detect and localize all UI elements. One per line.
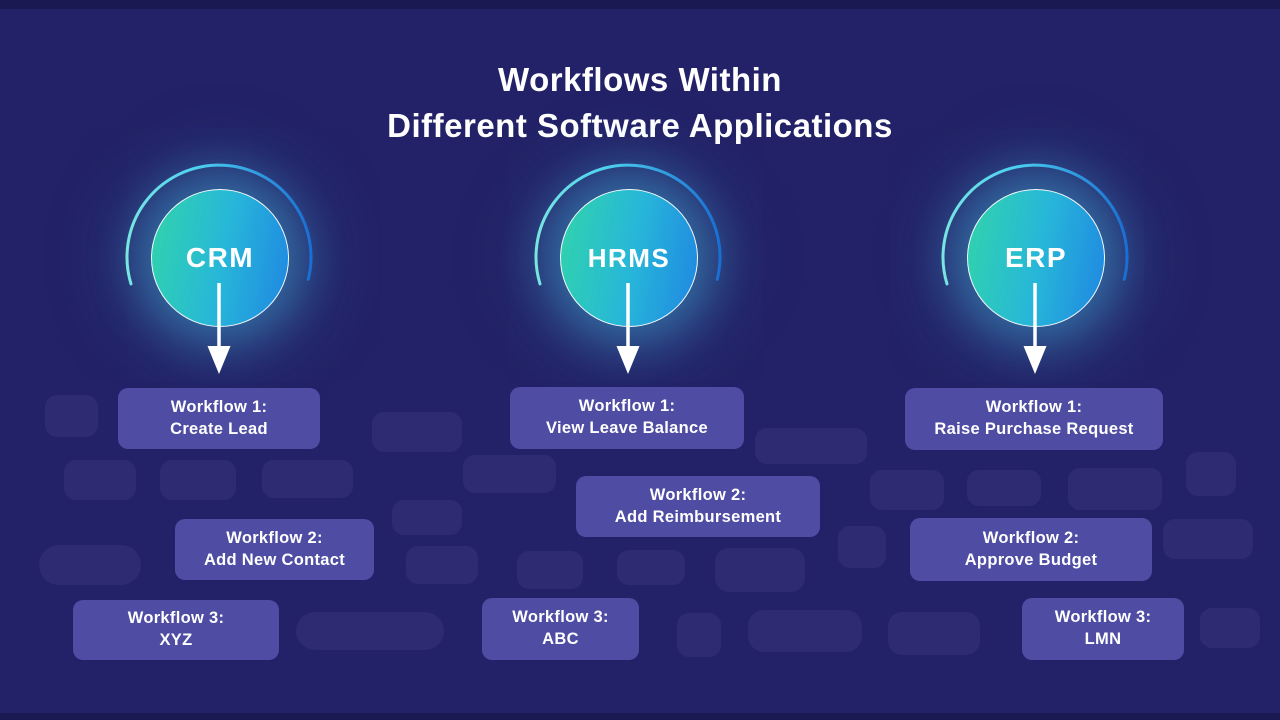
- decor-tile: [748, 610, 862, 652]
- decor-tile: [463, 455, 556, 493]
- decor-tile: [45, 395, 98, 437]
- decor-tile: [296, 612, 444, 650]
- decor-tile: [372, 412, 462, 452]
- decor-tile: [838, 526, 886, 568]
- decor-tile: [1068, 468, 1162, 510]
- decor-tile: [967, 470, 1041, 506]
- erp-workflow-2-box: Workflow 2: Approve Budget: [910, 518, 1152, 581]
- crm-workflow-2-box: Workflow 2: Add New Contact: [175, 519, 374, 580]
- page-title-line1: Workflows Within: [498, 61, 782, 98]
- crm-label: CRM: [185, 242, 255, 273]
- decor-tile: [677, 613, 721, 657]
- page-title-line2: Different Software Applications: [387, 107, 893, 145]
- erp-workflow-3-box: Workflow 3: LMN: [1022, 598, 1184, 660]
- crm-workflow-2-title: Workflow 2:: [226, 528, 323, 547]
- crm-circle: CRM: [151, 189, 289, 327]
- erp-circle: ERP: [967, 189, 1105, 327]
- top-border-strip: [0, 0, 1280, 9]
- erp-label: ERP: [1004, 242, 1068, 273]
- erp-workflow-1-title: Workflow 1:: [985, 398, 1083, 417]
- erp-workflow-2-desc: Approve Budget: [964, 550, 1098, 569]
- bottom-border-strip: [0, 713, 1280, 720]
- hrms-workflow-2-title: Workflow 2:: [649, 485, 747, 504]
- decor-tile: [888, 612, 980, 655]
- erp-workflow-3-desc: LMN: [1084, 630, 1122, 648]
- erp-workflow-1-desc: Raise Purchase Request: [934, 420, 1134, 438]
- hrms-workflow-3-title: Workflow 3:: [512, 608, 609, 627]
- crm-workflow-2-desc: Add New Contact: [203, 550, 346, 569]
- decor-tile: [870, 470, 944, 510]
- crm-workflow-3-box: Workflow 3: XYZ: [73, 600, 279, 660]
- hrms-workflow-3-box: Workflow 3: ABC: [482, 598, 639, 660]
- erp-workflow-2-title: Workflow 2:: [982, 528, 1080, 547]
- decor-tile: [755, 428, 867, 464]
- crm-workflow-1-title: Workflow 1:: [170, 397, 268, 416]
- crm-workflow-1-desc: Create Lead: [170, 419, 268, 438]
- hrms-workflow-1-desc: View Leave Balance: [546, 419, 708, 437]
- hrms-circle: HRMS: [560, 189, 698, 327]
- decor-tile: [160, 460, 236, 500]
- erp-workflow-3-title: Workflow 3:: [1054, 608, 1152, 627]
- crm-workflow-3-desc: XYZ: [159, 631, 193, 649]
- hrms-workflow-1-box: Workflow 1: View Leave Balance: [510, 387, 744, 449]
- decor-tile: [617, 550, 685, 585]
- decor-tile: [517, 551, 583, 589]
- decor-tile: [64, 460, 136, 500]
- crm-workflow-3-title: Workflow 3:: [127, 609, 225, 628]
- decor-tile: [392, 500, 462, 535]
- decor-tile: [262, 460, 353, 498]
- erp-workflow-1-box: Workflow 1: Raise Purchase Request: [905, 388, 1163, 450]
- decor-tile: [715, 548, 805, 592]
- decor-tile: [1200, 608, 1260, 648]
- page-title: Workflows Within Different Software Appl…: [0, 57, 1280, 149]
- hrms-workflow-3-desc: ABC: [542, 630, 579, 648]
- hrms-workflow-2-desc: Add Reimbursement: [614, 507, 782, 526]
- decor-tile: [1186, 452, 1236, 496]
- crm-workflow-1-box: Workflow 1: Create Lead: [118, 388, 320, 449]
- decor-tile: [1163, 519, 1253, 559]
- hrms-workflow-2-box: Workflow 2: Add Reimbursement: [576, 476, 820, 537]
- hrms-label: HRMS: [587, 242, 671, 273]
- hrms-workflow-1-title: Workflow 1:: [578, 397, 676, 416]
- decor-tile: [406, 546, 478, 584]
- decor-tile: [39, 545, 141, 585]
